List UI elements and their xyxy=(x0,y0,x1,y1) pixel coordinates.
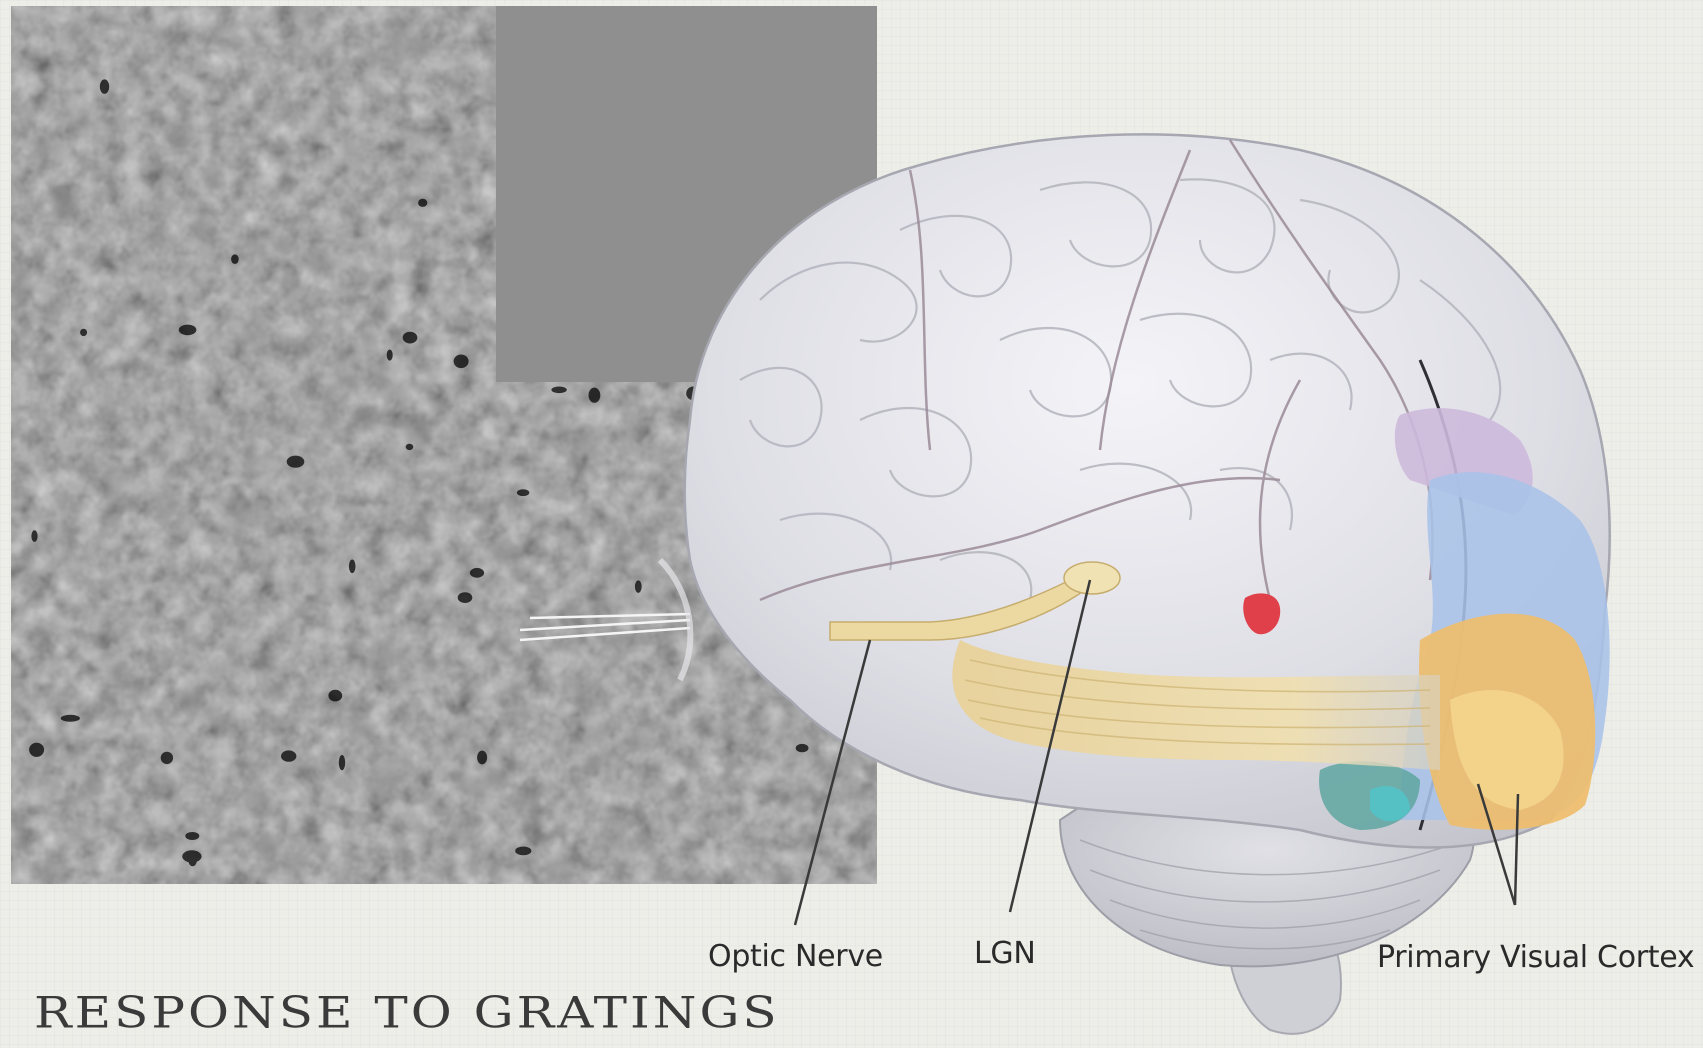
label-lgn: LGN xyxy=(974,936,1036,971)
label-optic-nerve: Optic Nerve xyxy=(708,939,883,974)
label-primary-visual-cortex: Primary Visual Cortex xyxy=(1377,940,1694,975)
optic-nerve-bundle xyxy=(520,614,690,640)
slide-title: RESPONSE TO GRATINGS xyxy=(34,988,780,1038)
lgn-structure xyxy=(1064,562,1120,594)
